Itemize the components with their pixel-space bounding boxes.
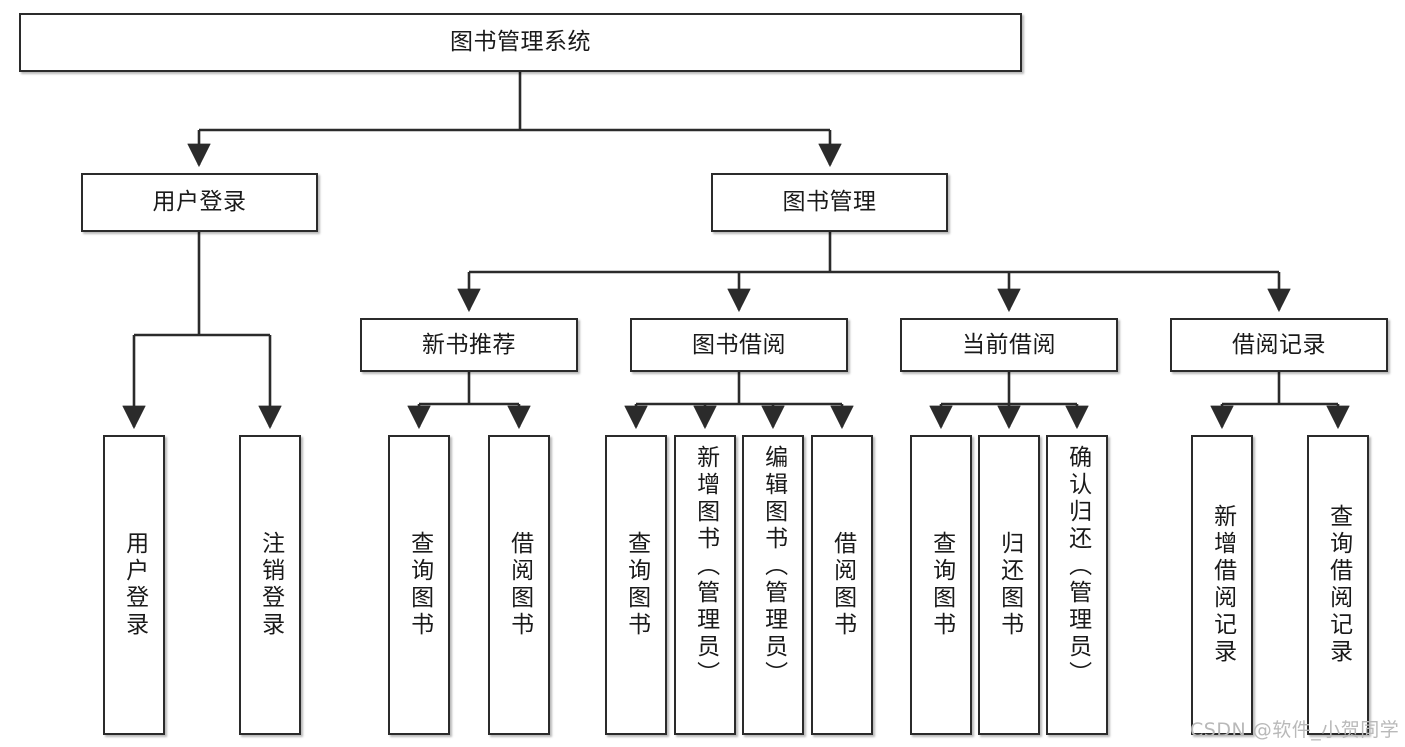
- leaf-label: 借阅图书: [506, 531, 533, 639]
- node-user-login[interactable]: 用户登录: [81, 173, 318, 232]
- leaf-node-add-book[interactable]: 新增图书（管理员）: [674, 435, 736, 735]
- leaf-node-edit-book[interactable]: 编辑图书（管理员）: [742, 435, 804, 735]
- node-current-borrow[interactable]: 当前借阅: [900, 318, 1118, 372]
- leaf-node-logout-login[interactable]: 注销登录: [239, 435, 301, 735]
- leaf-node-query-record[interactable]: 查询借阅记录: [1307, 435, 1369, 735]
- leaf-node-query-book-3[interactable]: 查询图书: [910, 435, 972, 735]
- leaf-label: 查询图书: [406, 531, 433, 639]
- node-book-borrow[interactable]: 图书借阅: [630, 318, 848, 372]
- leaf-label: 借阅图书: [829, 531, 856, 639]
- leaf-node-user-login[interactable]: 用户登录: [103, 435, 165, 735]
- leaf-label: 确认归还（管理员）: [1064, 445, 1091, 688]
- node-label: 图书管理: [782, 189, 877, 216]
- node-new-book-recommend[interactable]: 新书推荐: [360, 318, 578, 372]
- leaf-node-confirm-return[interactable]: 确认归还（管理员）: [1046, 435, 1108, 735]
- leaf-label: 用户登录: [121, 531, 148, 639]
- leaf-node-query-book-1[interactable]: 查询图书: [388, 435, 450, 735]
- leaf-label: 查询借阅记录: [1325, 504, 1352, 666]
- leaf-node-borrow-book-1[interactable]: 借阅图书: [488, 435, 550, 735]
- node-label: 新书推荐: [422, 331, 516, 358]
- node-label: 图书借阅: [692, 331, 786, 358]
- leaf-label: 查询图书: [928, 531, 955, 639]
- node-book-management[interactable]: 图书管理: [711, 173, 948, 232]
- leaf-label: 新增图书（管理员）: [692, 445, 719, 688]
- leaf-label: 编辑图书（管理员）: [760, 445, 787, 688]
- leaf-label: 查询图书: [623, 531, 650, 639]
- leaf-node-borrow-book-2[interactable]: 借阅图书: [811, 435, 873, 735]
- node-borrow-record[interactable]: 借阅记录: [1170, 318, 1388, 372]
- node-label: 用户登录: [152, 189, 247, 216]
- node-label: 图书管理系统: [450, 29, 591, 56]
- leaf-node-return-book[interactable]: 归还图书: [978, 435, 1040, 735]
- leaf-node-add-record[interactable]: 新增借阅记录: [1191, 435, 1253, 735]
- node-label: 当前借阅: [962, 331, 1056, 358]
- node-label: 借阅记录: [1232, 331, 1326, 358]
- node-book-management-system[interactable]: 图书管理系统: [19, 13, 1022, 72]
- leaf-node-query-book-2[interactable]: 查询图书: [605, 435, 667, 735]
- leaf-label: 归还图书: [996, 531, 1023, 639]
- leaf-label: 新增借阅记录: [1209, 504, 1236, 666]
- leaf-label: 注销登录: [257, 531, 284, 639]
